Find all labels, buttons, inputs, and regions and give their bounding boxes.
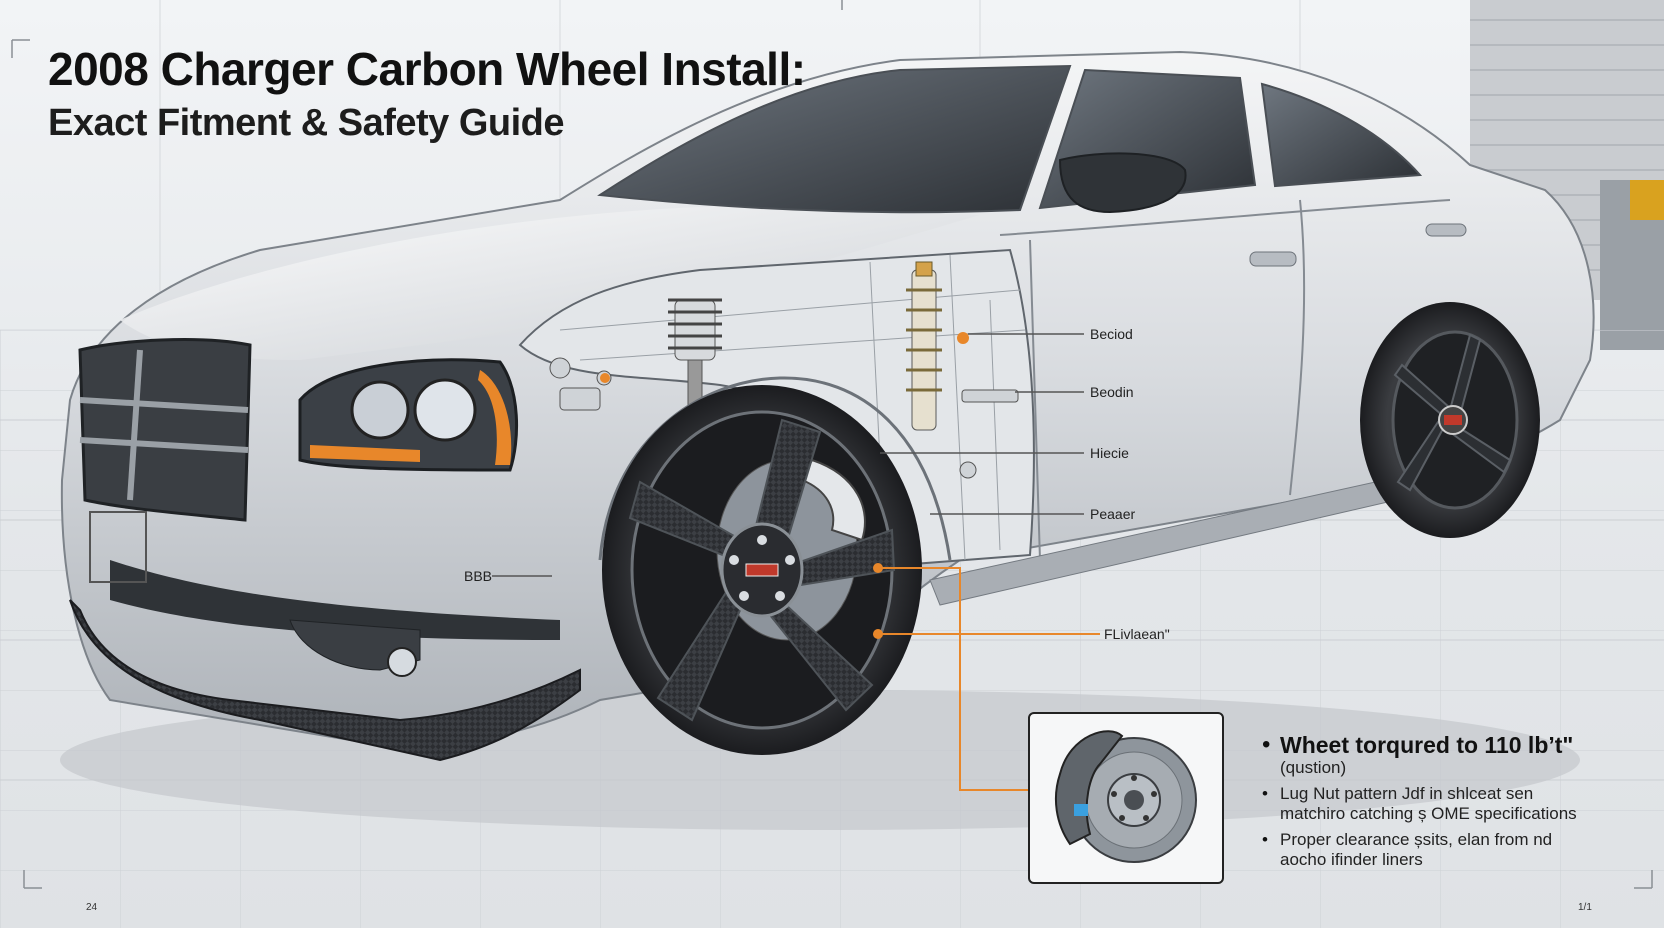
brake-rotor-inset [1028, 712, 1224, 884]
title-line-2: Exact Fitment & Safety Guide [48, 102, 565, 144]
bullet-icon: • [1262, 830, 1268, 849]
note-clearance-text: Proper clearance șsits, elan from nd [1280, 830, 1553, 849]
callout-label-badge: BBB [464, 568, 493, 584]
bullet-icon: • [1262, 731, 1271, 758]
fitment-notes: • Wheet torqured to 110 lb’t" (qustion) … [1262, 732, 1642, 876]
page-mark-right: 1/1 [1578, 902, 1592, 913]
page-mark-left: 24 [86, 902, 98, 913]
note-lug-sub: matchiro catching ș OME specifications [1280, 804, 1577, 823]
note-clearance-sub: aocho ifinder liners [1280, 850, 1423, 869]
brake-rotor-icon [1054, 730, 1197, 863]
note-item-clearance: • Proper clearance șsits, elan from nd a… [1262, 830, 1642, 870]
page-title: 2008 Charger Carbon Wheel Install: Exact… [48, 40, 806, 148]
callout-label-2: Beodin [1090, 384, 1134, 400]
note-torque-sub: (qustion) [1280, 758, 1347, 777]
title-line-1: 2008 Charger Carbon Wheel Install: [48, 43, 806, 95]
bullet-icon: • [1262, 784, 1268, 803]
note-torque-text: Wheet torqured to 110 lb’t" [1280, 732, 1574, 758]
note-item-torque: • Wheet torqured to 110 lb’t" (qustion) [1262, 732, 1642, 778]
callout-label-4: Peaaer [1090, 506, 1136, 522]
callout-label-1: Beciod [1090, 326, 1133, 342]
note-item-lug-pattern: • Lug Nut pattern Jdf in shlceat sen mat… [1262, 784, 1642, 824]
note-lug-text: Lug Nut pattern Jdf in shlceat sen [1280, 784, 1534, 803]
callout-label-wheel: FLivlaean" [1104, 626, 1170, 642]
callout-label-3: Hiecie [1090, 445, 1129, 461]
